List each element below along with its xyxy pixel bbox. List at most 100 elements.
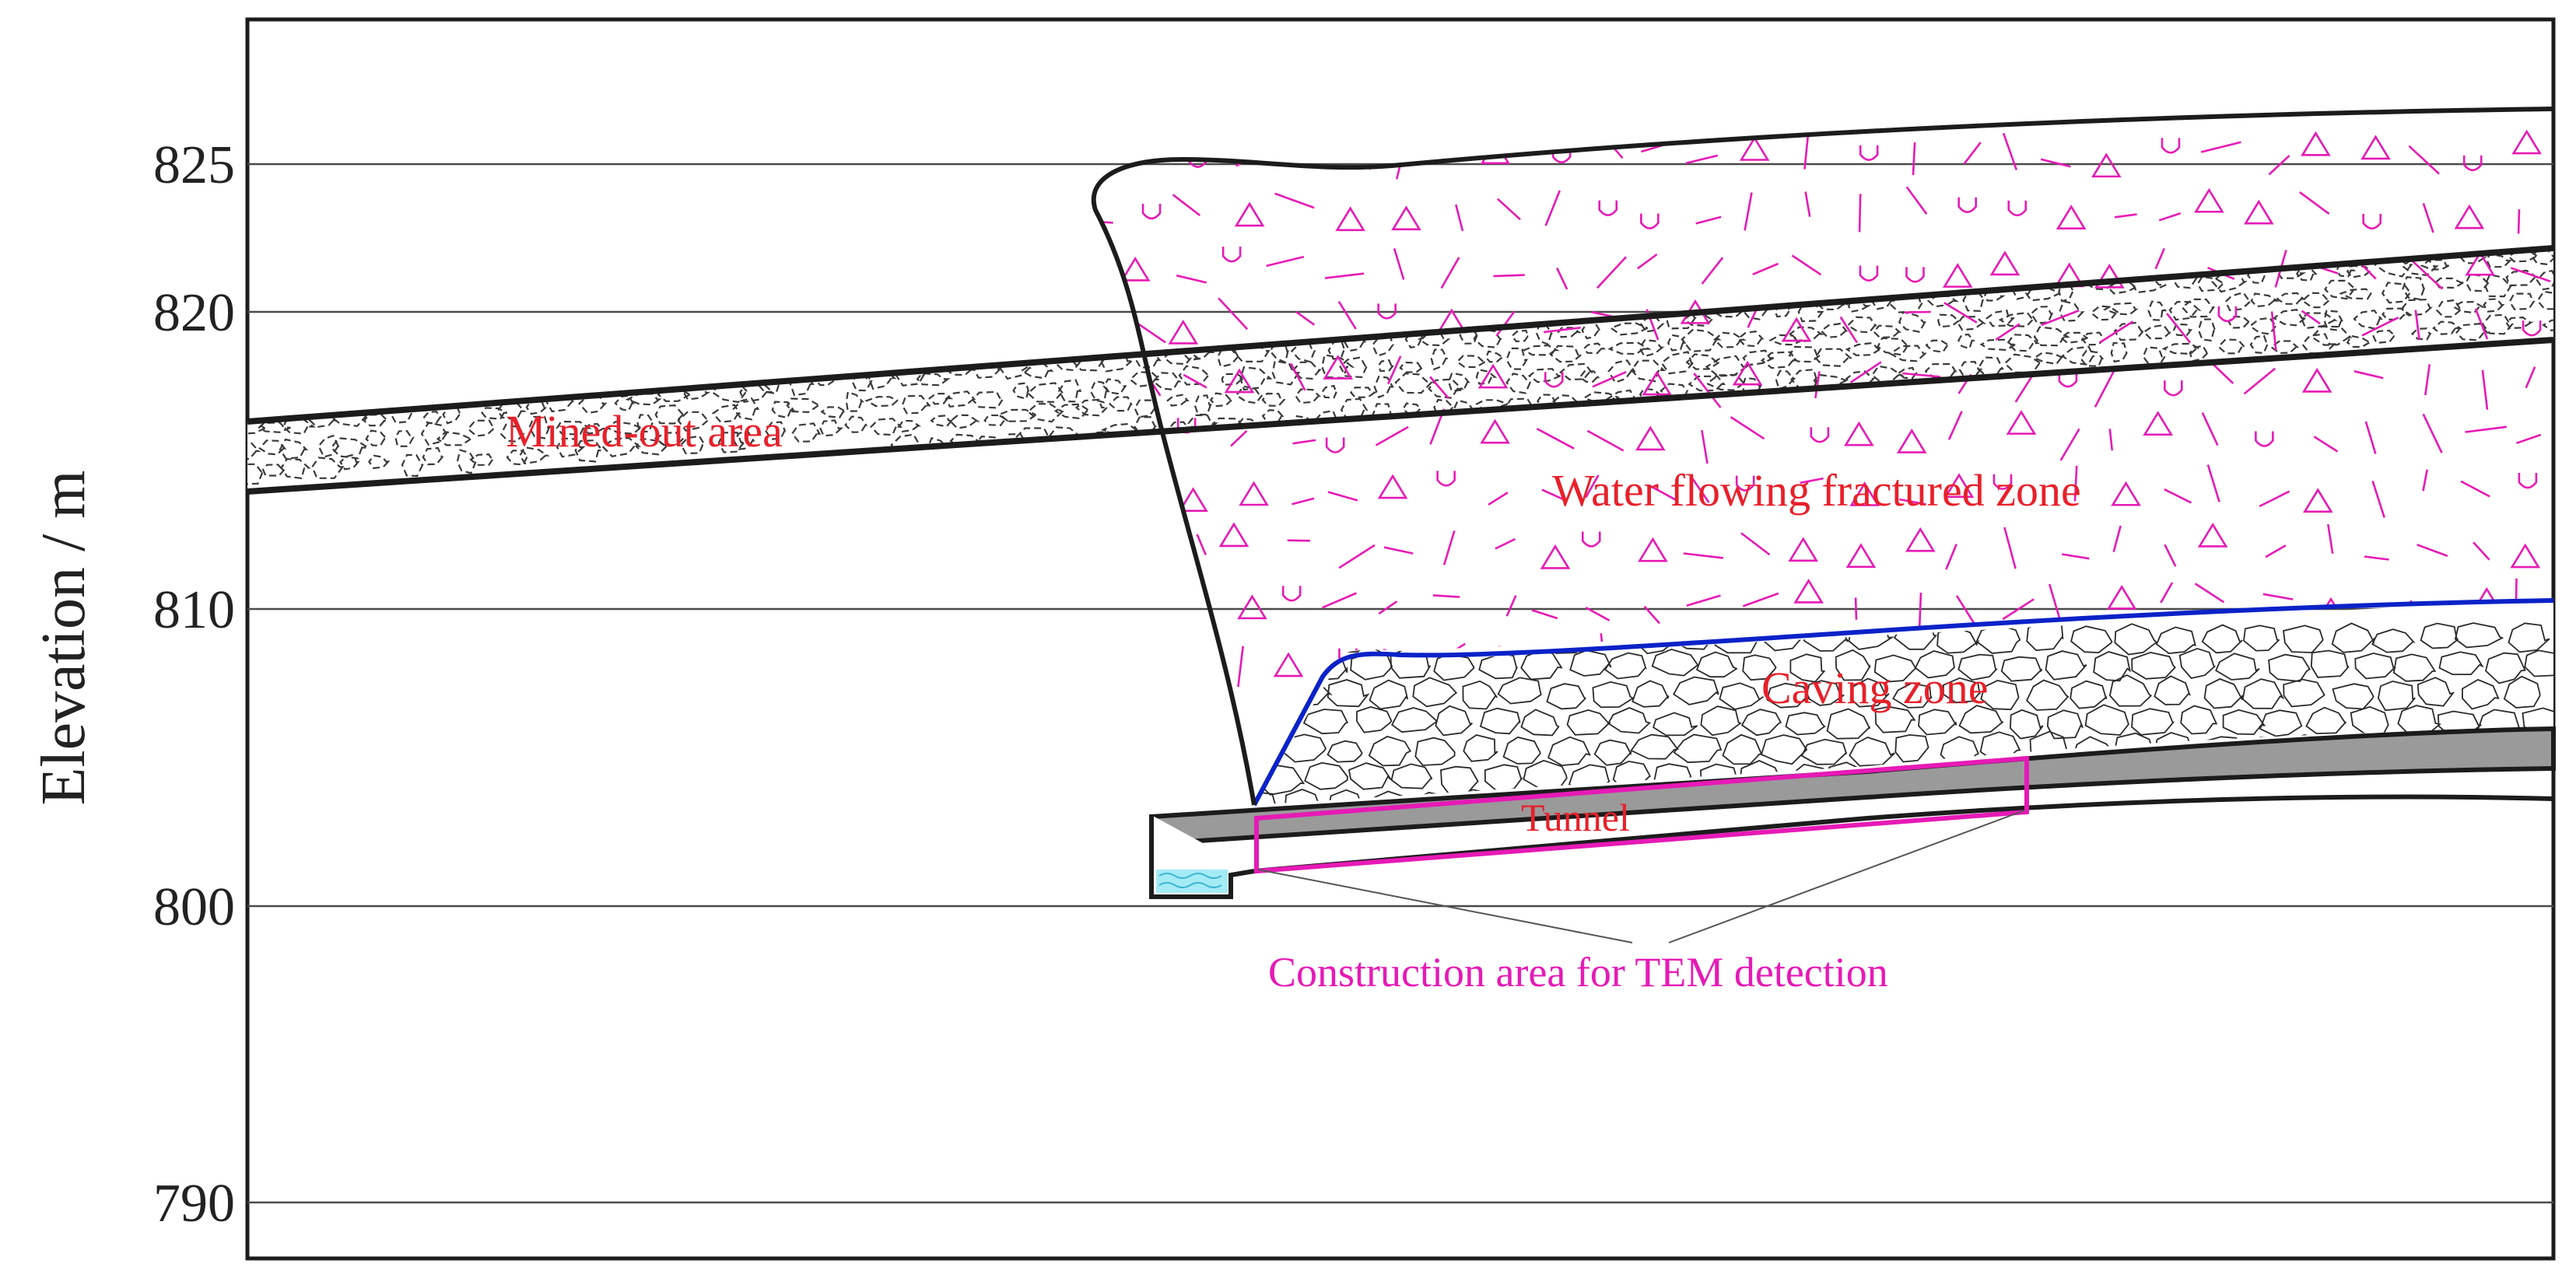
rock-block	[1463, 734, 1498, 762]
rubble-fragment	[2181, 298, 2216, 318]
rubble-fragment	[1430, 348, 1449, 371]
fracture-dash	[1744, 192, 1753, 231]
u-symbol	[1810, 427, 1830, 443]
rubble-fragment	[948, 414, 980, 429]
rubble-fragment	[258, 439, 287, 456]
fracture-dash	[1693, 373, 1722, 408]
rock-block	[1603, 652, 1647, 680]
fracture-dash	[2002, 598, 2035, 621]
rubble-fragment	[614, 394, 635, 412]
rock-block	[1936, 626, 1980, 654]
triangle-symbol	[1273, 652, 1304, 677]
rock-block	[2180, 705, 2218, 735]
rubble-fragment	[1026, 403, 1065, 423]
rubble-fragment	[2102, 302, 2139, 316]
rock-block	[2178, 647, 2217, 679]
rubble-fragment	[1484, 350, 1506, 363]
rock-block	[1958, 705, 2004, 734]
fracture-dash	[2517, 209, 2521, 234]
rock-block	[2283, 625, 2324, 653]
fracture-dash	[2201, 412, 2219, 446]
rock-block	[1390, 763, 1433, 789]
rubble-fragment	[1535, 322, 1554, 345]
fracture-dash	[1800, 477, 1824, 485]
rock-block	[2503, 675, 2541, 709]
rubble-fragment	[499, 423, 525, 443]
u-symbol	[1281, 586, 1302, 602]
rubble-fragment	[1295, 388, 1322, 404]
triangle-symbol	[2454, 204, 2485, 229]
fracture-dash	[1814, 371, 1821, 399]
rubble-fragment	[363, 414, 390, 427]
triangle-symbol	[1642, 370, 1673, 396]
rubble-fragment	[1321, 384, 1338, 399]
rock-block	[2114, 623, 2158, 656]
label-tunnel: Tunnel	[1521, 796, 1630, 839]
u-symbol	[1544, 372, 1564, 388]
rock-block	[2420, 622, 2459, 649]
fracture-dash	[1899, 498, 1926, 506]
triangle-symbol	[1732, 360, 1763, 386]
rubble-fragment	[790, 422, 822, 443]
rubble-fragment	[1985, 309, 2016, 327]
caving-zone-boundary	[1252, 598, 2554, 807]
rubble-fragment	[2090, 305, 2122, 321]
rubble-fragment	[456, 449, 478, 474]
u-symbol	[2164, 380, 2183, 397]
label-water-flowing-fractured-zone: Water flowing fractured zone	[1552, 465, 2081, 516]
rock-block	[2332, 683, 2374, 710]
fracture-dash	[2510, 267, 2551, 283]
fracture-dash	[1912, 142, 1916, 176]
fracture-dash	[1556, 268, 1568, 290]
rock-block	[1593, 739, 1632, 766]
triangle-symbol	[1168, 319, 1199, 345]
fracture-dash	[1196, 534, 1207, 556]
rubble-fragment	[1012, 382, 1030, 401]
rubble-fragment	[2142, 324, 2173, 340]
fracture-dash	[2422, 202, 2434, 233]
fracture-dash	[1541, 488, 1565, 501]
rock-block	[1433, 653, 1475, 681]
rubble-fragment	[1418, 332, 1451, 347]
rubble-fragment	[556, 437, 586, 458]
fracture-dash	[1338, 544, 1376, 569]
fracture-dash	[2353, 370, 2384, 380]
rubble-fragment	[1609, 322, 1649, 336]
rock-block	[1980, 679, 2020, 711]
triangle-symbol	[1335, 206, 1365, 232]
fracture-dash	[2262, 593, 2294, 600]
rock-block	[1894, 733, 1929, 763]
fracture-dash	[1432, 594, 1460, 598]
fracture-dash	[1752, 262, 1779, 275]
rock-block	[1835, 649, 1871, 681]
triangle-symbol	[2243, 199, 2274, 225]
rubble-fragment	[258, 422, 291, 433]
rubble-fragment	[635, 437, 668, 456]
rubble-fragment	[1768, 334, 1803, 346]
u-symbol	[1221, 247, 1242, 263]
fracture-dash	[1858, 194, 1862, 233]
leader-line-left	[1257, 869, 1633, 943]
rubble-fragment	[328, 404, 369, 427]
fracture-dash	[1637, 253, 1658, 270]
fracture-dash	[2371, 481, 2385, 518]
fracture-dash	[1803, 134, 1810, 170]
rock-block	[2084, 704, 2129, 736]
rock-block	[2000, 656, 2043, 682]
fracture-dash	[1585, 606, 1610, 621]
rock-block	[2417, 677, 2455, 707]
rubble-fragment	[1151, 372, 1182, 391]
rock-block	[1740, 709, 1782, 737]
rubble-fragment	[339, 453, 360, 471]
fracture-dash	[1455, 204, 1464, 232]
rubble-fragment	[1845, 341, 1883, 356]
rock-block	[1874, 705, 1916, 733]
u-symbol	[1377, 303, 1397, 320]
rubble-fragment	[2110, 341, 2128, 363]
fracture-dash	[1290, 362, 1306, 391]
rock-block	[1566, 709, 1611, 736]
fracture-dash	[1943, 302, 1978, 324]
triangle-symbol	[1323, 355, 1353, 380]
rubble-fragment	[2087, 278, 2114, 291]
fracture-dash	[1730, 416, 1765, 440]
